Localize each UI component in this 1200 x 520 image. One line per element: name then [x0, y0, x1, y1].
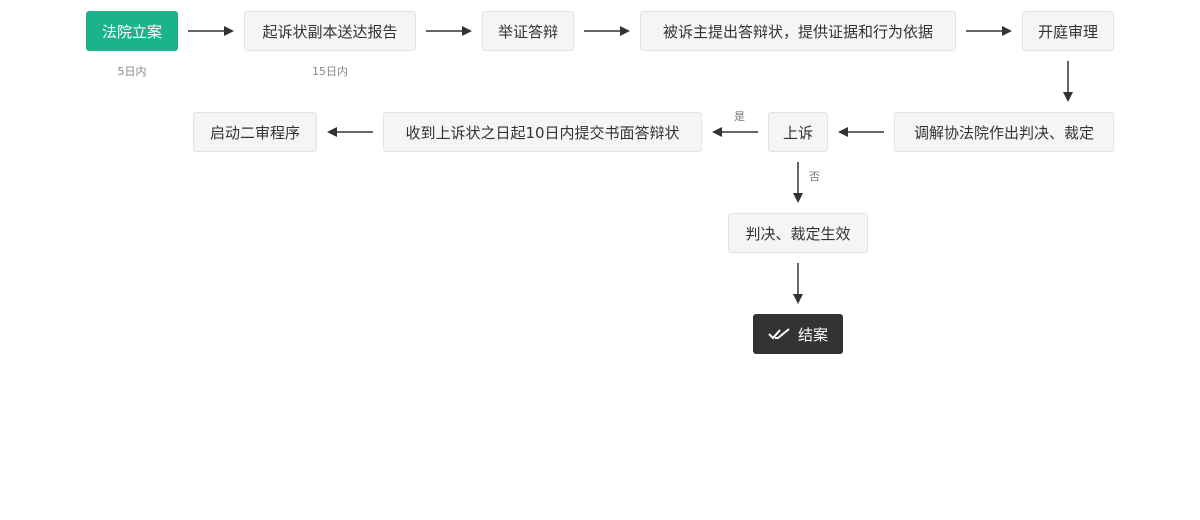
- arrow-appeal-to-effective: [793, 162, 803, 203]
- node-submit-answer[interactable]: 收到上诉状之日起10日内提交书面答辩状: [383, 112, 702, 152]
- node-evidence[interactable]: 举证答辩: [482, 11, 574, 51]
- double-check-icon: [768, 328, 790, 340]
- arrow-trial-to-mediation: [1063, 61, 1073, 102]
- node-defendant-answer[interactable]: 被诉主提出答辩状，提供证据和行为依据: [640, 11, 956, 51]
- node-closed-label: 结案: [797, 325, 828, 344]
- node-filing[interactable]: 法院立案: [86, 11, 178, 51]
- arrow-answer-to-trial: [966, 26, 1012, 36]
- arrow-filing-to-serve: [188, 26, 234, 36]
- node-effective-label: 判决、裁定生效: [745, 224, 851, 243]
- node-trial[interactable]: 开庭审理: [1022, 11, 1114, 51]
- node-serve-copy[interactable]: 起诉状副本送达报告: [244, 11, 416, 51]
- note-serve-deadline: 15日内: [312, 65, 348, 78]
- node-mediation-label: 调解协法院作出判决、裁定: [913, 123, 1094, 142]
- arrow-appeal-to-submit: [712, 127, 758, 137]
- node-mediation[interactable]: 调解协法院作出判决、裁定: [894, 112, 1114, 152]
- node-trial-label: 开庭审理: [1037, 22, 1098, 41]
- node-appeal-label: 上诉: [782, 123, 813, 142]
- node-evidence-label: 举证答辩: [497, 22, 558, 41]
- arrow-evidence-to-answer: [584, 26, 630, 36]
- arrow-submit-to-second: [327, 127, 373, 137]
- branch-label-yes: 是: [734, 110, 745, 123]
- arrow-serve-to-evidence: [426, 26, 472, 36]
- node-second-instance[interactable]: 启动二审程序: [193, 112, 317, 152]
- node-filing-label: 法院立案: [101, 22, 162, 41]
- branch-label-no: 否: [809, 170, 820, 183]
- node-appeal[interactable]: 上诉: [768, 112, 828, 152]
- node-closed[interactable]: 结案: [753, 314, 843, 354]
- node-second-instance-label: 启动二审程序: [209, 123, 300, 142]
- note-filing-deadline: 5日内: [117, 65, 147, 78]
- node-defendant-answer-label: 被诉主提出答辩状，提供证据和行为依据: [662, 22, 933, 41]
- node-serve-copy-label: 起诉状副本送达报告: [262, 22, 398, 41]
- node-effective[interactable]: 判决、裁定生效: [728, 213, 868, 253]
- node-submit-answer-label: 收到上诉状之日起10日内提交书面答辩状: [405, 123, 680, 142]
- arrow-effective-to-closed: [793, 263, 803, 304]
- arrow-mediation-to-appeal: [838, 127, 884, 137]
